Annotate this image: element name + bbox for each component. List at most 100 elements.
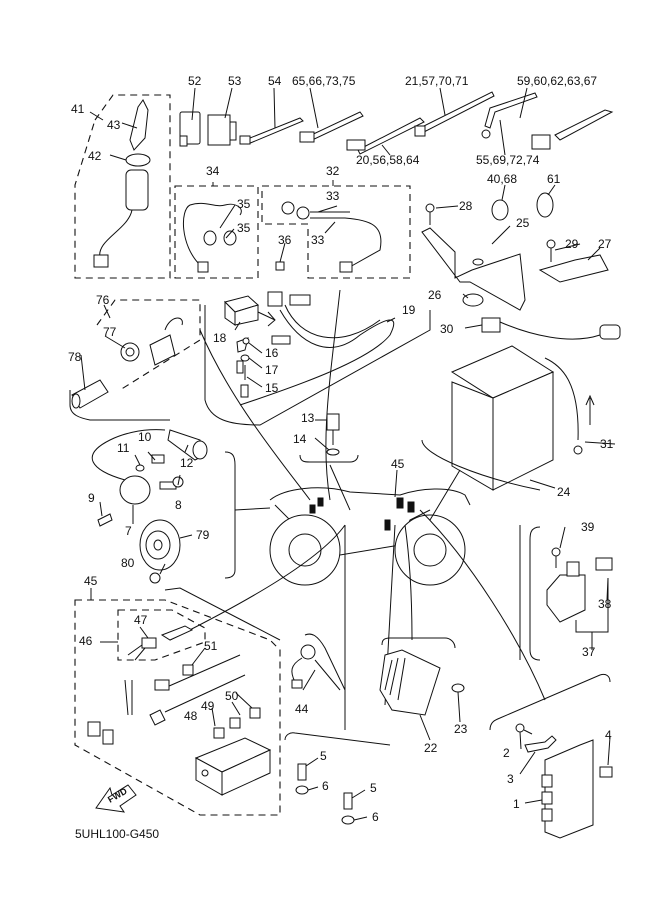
callout-20[interactable]: 20,56,58,64 [356, 153, 420, 167]
callout-45b[interactable]: 45 [84, 574, 98, 588]
fuse-51[interactable] [182, 664, 194, 676]
callout-51[interactable]: 51 [204, 639, 218, 653]
plug-cap-12[interactable] [167, 429, 208, 461]
switch-44[interactable] [291, 644, 341, 691]
battery-cover-30[interactable] [481, 317, 621, 340]
relay-18[interactable] [224, 295, 276, 327]
switch-15[interactable] [236, 360, 249, 398]
fuse-47[interactable] [127, 625, 194, 661]
callout-11[interactable]: 11 [117, 441, 130, 455]
switch-connector-part[interactable] [93, 254, 109, 268]
callout-32[interactable]: 32 [326, 164, 340, 178]
bolt-39[interactable] [551, 547, 561, 568]
screw-29[interactable] [546, 239, 556, 262]
callout-7[interactable]: 7 [125, 524, 132, 538]
callout-6b[interactable]: 6 [372, 810, 379, 824]
callout-47[interactable]: 47 [134, 613, 148, 627]
callout-30[interactable]: 30 [440, 322, 454, 336]
callout-65[interactable]: 65,66,73,75 [292, 74, 356, 88]
callout-33a[interactable]: 33 [326, 189, 340, 203]
callout-24[interactable]: 24 [557, 485, 571, 499]
callout-43[interactable]: 43 [107, 118, 121, 132]
cable-tie-65[interactable] [299, 111, 364, 143]
cable-tie-54[interactable] [239, 117, 304, 145]
cap-78[interactable] [71, 379, 109, 409]
callout-80[interactable]: 80 [121, 556, 135, 570]
fuse-50[interactable] [249, 707, 261, 719]
fuse-49[interactable] [229, 717, 241, 729]
main-switch-part[interactable] [125, 169, 149, 211]
callout-9[interactable]: 9 [88, 491, 95, 505]
callout-53[interactable]: 53 [228, 74, 242, 88]
callout-48[interactable]: 48 [184, 709, 198, 723]
bolt-8[interactable] [159, 476, 184, 490]
thermo-switch-13[interactable] [326, 413, 340, 445]
bracket-25[interactable] [421, 227, 526, 311]
callout-44[interactable]: 44 [295, 702, 309, 716]
plate-16[interactable] [236, 337, 250, 353]
callout-26[interactable]: 26 [428, 288, 442, 302]
cable-tie-20[interactable] [346, 117, 425, 155]
callout-10[interactable]: 10 [138, 430, 152, 444]
callout-8[interactable]: 8 [175, 498, 182, 512]
callout-38[interactable]: 38 [598, 597, 612, 611]
fuse-38[interactable] [595, 557, 613, 571]
collar-9[interactable] [97, 513, 113, 527]
bolt-2[interactable] [515, 723, 533, 735]
callout-5a[interactable]: 5 [320, 749, 327, 763]
cable-tie-21[interactable] [414, 91, 495, 137]
switch-nut-part[interactable] [125, 153, 151, 167]
rectifier-regulator-22[interactable] [379, 649, 441, 716]
wire-harness-46[interactable] [87, 654, 246, 745]
callout-45a[interactable]: 45 [391, 457, 405, 471]
wire-harness-19[interactable] [239, 291, 395, 406]
sub-wire-harness-32[interactable] [281, 201, 382, 273]
callout-35b[interactable]: 35 [237, 221, 251, 235]
callout-16[interactable]: 16 [265, 346, 279, 360]
washer-11[interactable] [135, 464, 145, 472]
cdi-unit-1[interactable] [541, 739, 594, 839]
washer-17[interactable] [240, 354, 250, 362]
callout-50[interactable]: 50 [225, 689, 239, 703]
bracket-3[interactable] [524, 735, 557, 753]
clamp-61[interactable] [536, 192, 554, 218]
callout-29[interactable]: 29 [565, 237, 579, 251]
callout-46[interactable]: 46 [79, 634, 93, 648]
key-part[interactable] [129, 99, 149, 151]
callout-76[interactable]: 76 [96, 293, 110, 307]
sub-wire-harness-34[interactable] [182, 202, 242, 273]
callout-6a[interactable]: 6 [322, 779, 329, 793]
nut-4[interactable] [599, 766, 613, 778]
battery-24[interactable] [450, 345, 555, 491]
callout-5b[interactable]: 5 [370, 781, 377, 795]
bracket-27[interactable] [538, 254, 609, 283]
bolt-5a[interactable] [297, 763, 307, 781]
callout-19[interactable]: 19 [402, 303, 416, 317]
bolt-80[interactable] [149, 572, 161, 584]
socket-assy-76[interactable] [149, 317, 183, 366]
callout-12[interactable]: 12 [180, 456, 194, 470]
callout-22[interactable]: 22 [424, 741, 438, 755]
callout-25[interactable]: 25 [516, 216, 530, 230]
callout-78[interactable]: 78 [68, 350, 82, 364]
bolt-28[interactable] [425, 203, 435, 225]
callout-49[interactable]: 49 [201, 699, 215, 713]
callout-28[interactable]: 28 [459, 199, 473, 213]
callout-54[interactable]: 54 [268, 74, 282, 88]
callout-4[interactable]: 4 [605, 728, 612, 742]
callout-59[interactable]: 59,60,62,63,67 [517, 74, 597, 88]
bolt-5b[interactable] [343, 792, 353, 810]
callout-36[interactable]: 36 [278, 233, 292, 247]
callout-17[interactable]: 17 [265, 363, 279, 377]
callout-40[interactable]: 40,68 [487, 172, 517, 186]
horn-79[interactable] [139, 519, 181, 571]
callout-77[interactable]: 77 [103, 325, 117, 339]
connector-52[interactable] [179, 111, 201, 147]
callout-41[interactable]: 41 [71, 102, 85, 116]
grommet-36[interactable] [275, 261, 285, 271]
washer-6a[interactable] [295, 785, 309, 795]
ignition-coil-7[interactable] [91, 429, 166, 505]
bolt-10[interactable] [151, 454, 165, 464]
callout-55[interactable]: 55,69,72,74 [476, 153, 540, 167]
starter-relay-37[interactable] [546, 561, 586, 623]
